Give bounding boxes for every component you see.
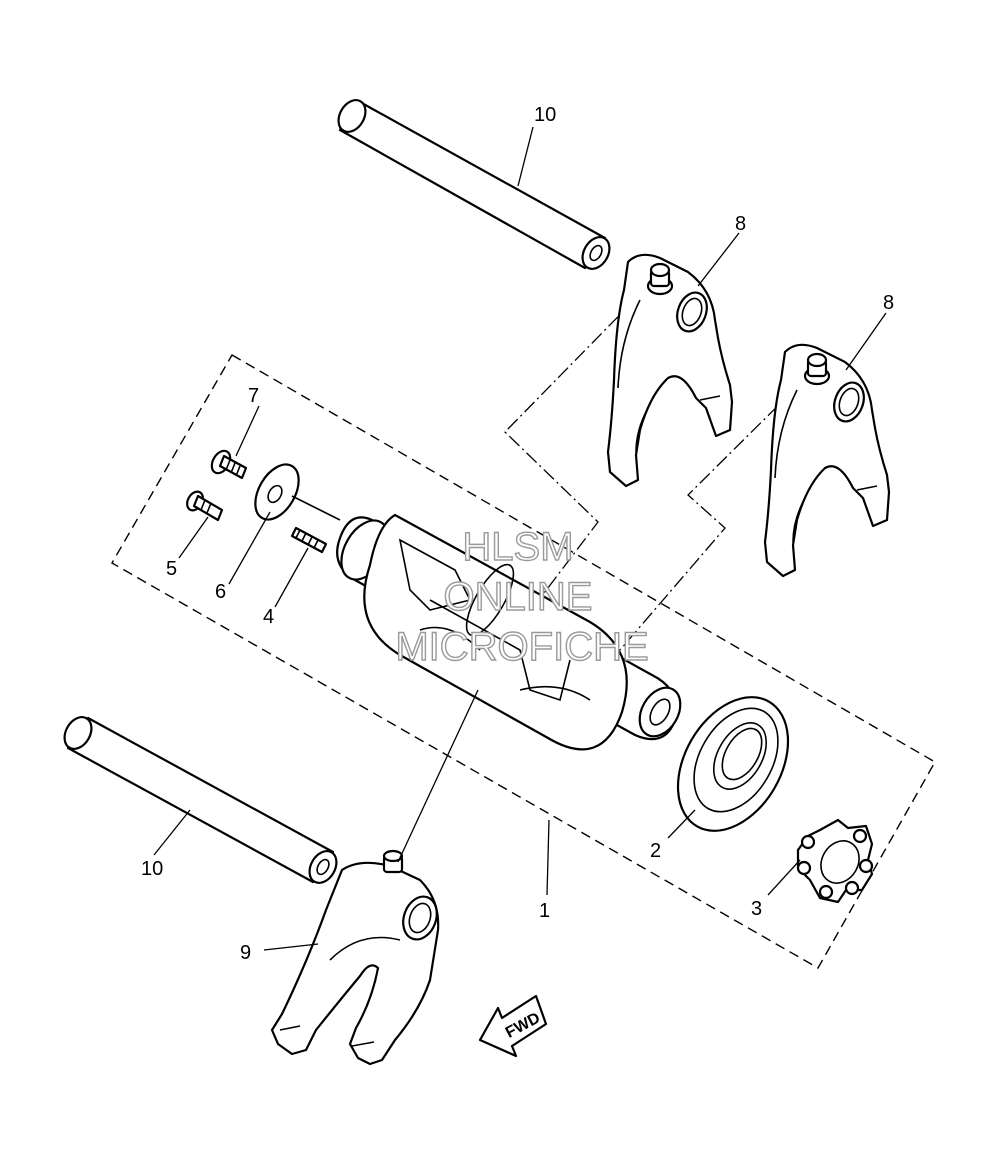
assembly-boundary xyxy=(111,354,936,969)
watermark-line-1: HLSM xyxy=(462,525,573,569)
bearing xyxy=(676,696,790,832)
leader-6 xyxy=(228,511,271,585)
screw-5 xyxy=(186,490,224,522)
callout-1: 1 xyxy=(539,900,550,922)
fork-chain-line-right xyxy=(619,371,813,651)
callout-9: 9 xyxy=(240,942,251,964)
guide-bar-lower xyxy=(63,716,338,884)
leader-10-upper xyxy=(517,126,534,187)
screw-7 xyxy=(210,449,248,480)
leader-9-to-drum xyxy=(397,689,479,863)
watermark-line-3: MICROFICHE xyxy=(395,625,648,669)
shift-fork-right xyxy=(763,343,891,578)
shift-fork-upper xyxy=(606,253,734,488)
pin-4 xyxy=(290,526,328,554)
callout-10-lower: 10 xyxy=(141,858,163,880)
leader-1 xyxy=(546,819,550,896)
watermark-line-2: ONLINE xyxy=(444,575,593,619)
leader-2 xyxy=(667,809,696,839)
leader-3 xyxy=(767,859,801,896)
leader-10-lower xyxy=(153,809,191,856)
fwd-arrow-icon xyxy=(478,994,548,1058)
leader-5 xyxy=(178,516,209,559)
plate-6 xyxy=(254,463,341,521)
callout-8-right: 8 xyxy=(883,292,894,314)
leader-8-upper xyxy=(697,232,740,287)
callout-8-upper: 8 xyxy=(735,213,746,235)
callout-2: 2 xyxy=(650,840,661,862)
callout-6: 6 xyxy=(215,581,226,603)
shift-fork-lower xyxy=(270,849,440,1066)
callout-4: 4 xyxy=(263,606,274,628)
leader-7 xyxy=(235,405,260,457)
callout-10-upper: 10 xyxy=(534,104,556,126)
segment-plate xyxy=(796,818,874,904)
leader-8-right xyxy=(845,312,887,371)
shift-drum xyxy=(336,513,682,751)
leader-4 xyxy=(274,547,309,608)
leader-9 xyxy=(263,943,319,951)
guide-bar-upper xyxy=(337,99,611,270)
callout-7: 7 xyxy=(248,385,259,407)
callout-5: 5 xyxy=(166,558,177,580)
callout-3: 3 xyxy=(751,898,762,920)
